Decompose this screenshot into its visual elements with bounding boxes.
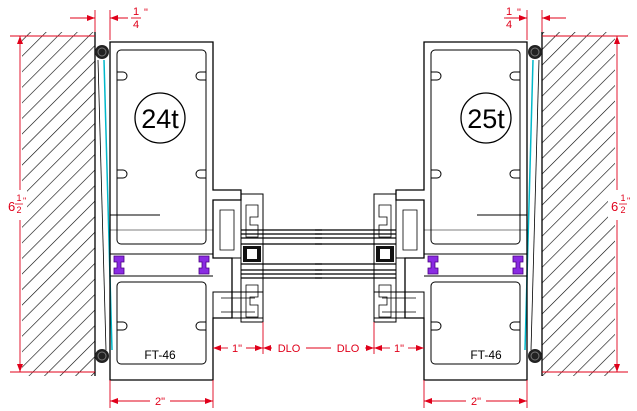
dimension-lines: [10, 10, 628, 408]
dim-height-left: 6 1 2 ": [3, 190, 27, 220]
svg-text:1: 1: [133, 6, 139, 18]
svg-text:": ": [144, 7, 148, 19]
right-frame-tag: 25t: [460, 92, 512, 144]
svg-text:6: 6: [611, 199, 618, 214]
right-gaskets: [528, 45, 542, 363]
svg-text:": ": [23, 196, 26, 206]
right-wall-hatch: [541, 32, 615, 376]
left-wall-hatch: [22, 32, 96, 376]
dimension-arrows: [17, 15, 620, 404]
svg-text:2: 2: [16, 205, 21, 215]
dim-quarter-left: 1 4 ": [131, 6, 148, 31]
left-sealant-line: [97, 59, 113, 351]
svg-text:2: 2: [620, 205, 625, 215]
left-gaskets: [95, 45, 109, 363]
svg-text:1: 1: [506, 6, 512, 18]
dim-height-right: 6 1 2 ": [608, 190, 634, 220]
right-part-number: FT-46: [470, 348, 502, 362]
left-frame-label: 24t: [141, 104, 179, 134]
svg-text:6: 6: [8, 199, 15, 214]
right-frame-label: 25t: [467, 104, 505, 134]
dim-one-inch-left: 1": [232, 343, 242, 355]
svg-text:1: 1: [16, 193, 21, 203]
svg-text:": ": [627, 196, 630, 206]
right-frame-profile: [306, 41, 528, 381]
svg-text:1: 1: [620, 193, 625, 203]
svg-text:4: 4: [133, 19, 139, 31]
dim-dlo-left: DLO: [278, 343, 301, 355]
dim-one-inch-right: 1": [394, 343, 404, 355]
dim-quarter-right: 1 4 ": [504, 6, 521, 31]
left-frame-tag: 24t: [134, 92, 186, 144]
svg-text:4: 4: [506, 19, 512, 31]
svg-text:": ": [517, 7, 521, 19]
dim-two-inch-left: 2": [155, 396, 165, 408]
left-part-number: FT-46: [144, 348, 176, 362]
right-sealant-line: [524, 59, 540, 351]
left-frame-profile: [109, 41, 331, 381]
dim-two-inch-right: 2": [471, 396, 481, 408]
dim-dlo-right: DLO: [337, 343, 360, 355]
